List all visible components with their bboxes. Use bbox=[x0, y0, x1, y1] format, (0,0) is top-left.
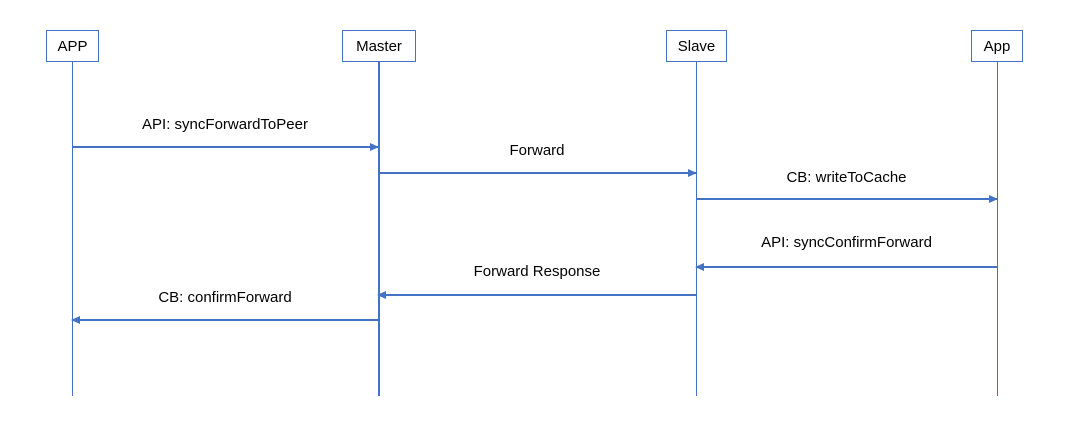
message-3-label: CB: writeToCache bbox=[786, 169, 907, 186]
actor-label-slave: Slave bbox=[677, 37, 716, 55]
lifeline-app-caller bbox=[71, 62, 73, 396]
message-6-label: CB: confirmForward bbox=[158, 289, 292, 306]
arrowhead-right-icon bbox=[688, 168, 697, 177]
message-5-label: Forward Response bbox=[473, 263, 601, 280]
message-5-arrow bbox=[377, 290, 696, 299]
message-2-label: Forward bbox=[509, 142, 565, 159]
actor-box-app-peer: App bbox=[971, 30, 1023, 62]
actor-label-app-caller: APP bbox=[57, 37, 88, 55]
actor-box-app-caller: APP bbox=[46, 30, 99, 62]
arrowhead-left-icon bbox=[377, 290, 386, 299]
arrowhead-left-icon bbox=[71, 315, 80, 324]
arrowhead-right-icon bbox=[989, 194, 998, 203]
message-6-arrow bbox=[71, 315, 378, 324]
message-1-label: API: syncForwardToPeer bbox=[142, 116, 308, 133]
message-1-arrow bbox=[72, 142, 379, 151]
arrowhead-right-icon bbox=[370, 142, 379, 151]
actor-box-master: Master bbox=[342, 30, 416, 62]
lifeline-master bbox=[378, 62, 380, 396]
lifeline-slave bbox=[695, 62, 697, 396]
message-3-arrow bbox=[696, 194, 998, 203]
actor-box-slave: Slave bbox=[666, 30, 727, 62]
message-4-arrow bbox=[695, 262, 997, 271]
actor-label-master: Master bbox=[356, 37, 402, 55]
arrowhead-left-icon bbox=[695, 262, 704, 271]
actor-label-app-peer: App bbox=[983, 37, 1011, 55]
lifeline-app-peer bbox=[996, 62, 998, 396]
message-4-label: API: syncConfirmForward bbox=[761, 234, 932, 251]
message-2-arrow bbox=[378, 168, 697, 177]
